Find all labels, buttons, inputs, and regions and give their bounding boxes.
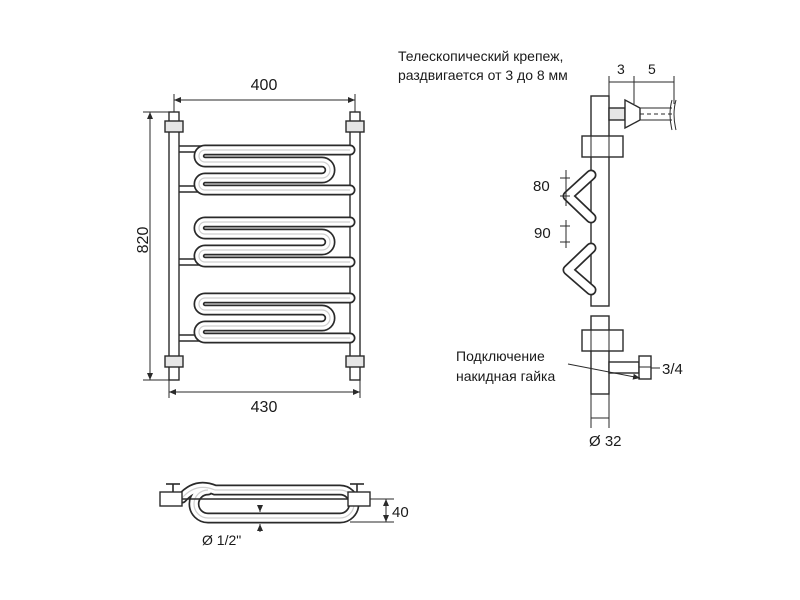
top-view: Ø 1/2" 40 [159,481,409,548]
bracket-bottom-left [164,355,184,368]
side-clamp-bottom [581,329,624,352]
dim-depth: 40 [392,504,409,521]
top-fitting-right [347,491,371,507]
dim-width-bottom: 430 [251,399,278,416]
dim-3: 3 [617,61,625,77]
top-fitting-left [159,491,183,507]
coil-top [193,144,356,196]
union-nut [608,355,660,380]
connection-note-line2: накидная гайка [456,368,555,384]
thread-size: 3/4 [662,361,683,378]
side-collector-lower [590,315,610,395]
bracket-bottom-right [345,355,365,368]
dim-90: 90 [534,225,551,242]
telescopic-note-line2: раздвигается от 3 до 8 мм [398,67,568,83]
side-coil-profile [562,169,597,296]
side-collector-upper [590,95,610,307]
side-view: Телескопический крепеж, раздвигается от … [398,48,683,450]
bracket-top-left [164,120,184,133]
coil-middle [193,216,356,268]
pipe-diameter: Ø 1/2" [202,532,241,548]
coil-bottom [193,292,356,344]
front-view: 400 430 820 [135,77,365,416]
side-clamp-top [581,135,624,158]
dim-5: 5 [648,61,656,77]
left-collector [168,111,180,381]
connection-note-line1: Подключение [456,348,545,364]
dim-80: 80 [533,178,550,195]
bracket-top-right [345,120,365,133]
collector-diameter: Ø 32 [589,433,622,450]
dim-width-top: 400 [251,77,278,94]
telescopic-note-line1: Телескопический крепеж, [398,48,563,64]
dim-height: 820 [135,227,152,254]
telescopic-bracket [608,98,677,131]
